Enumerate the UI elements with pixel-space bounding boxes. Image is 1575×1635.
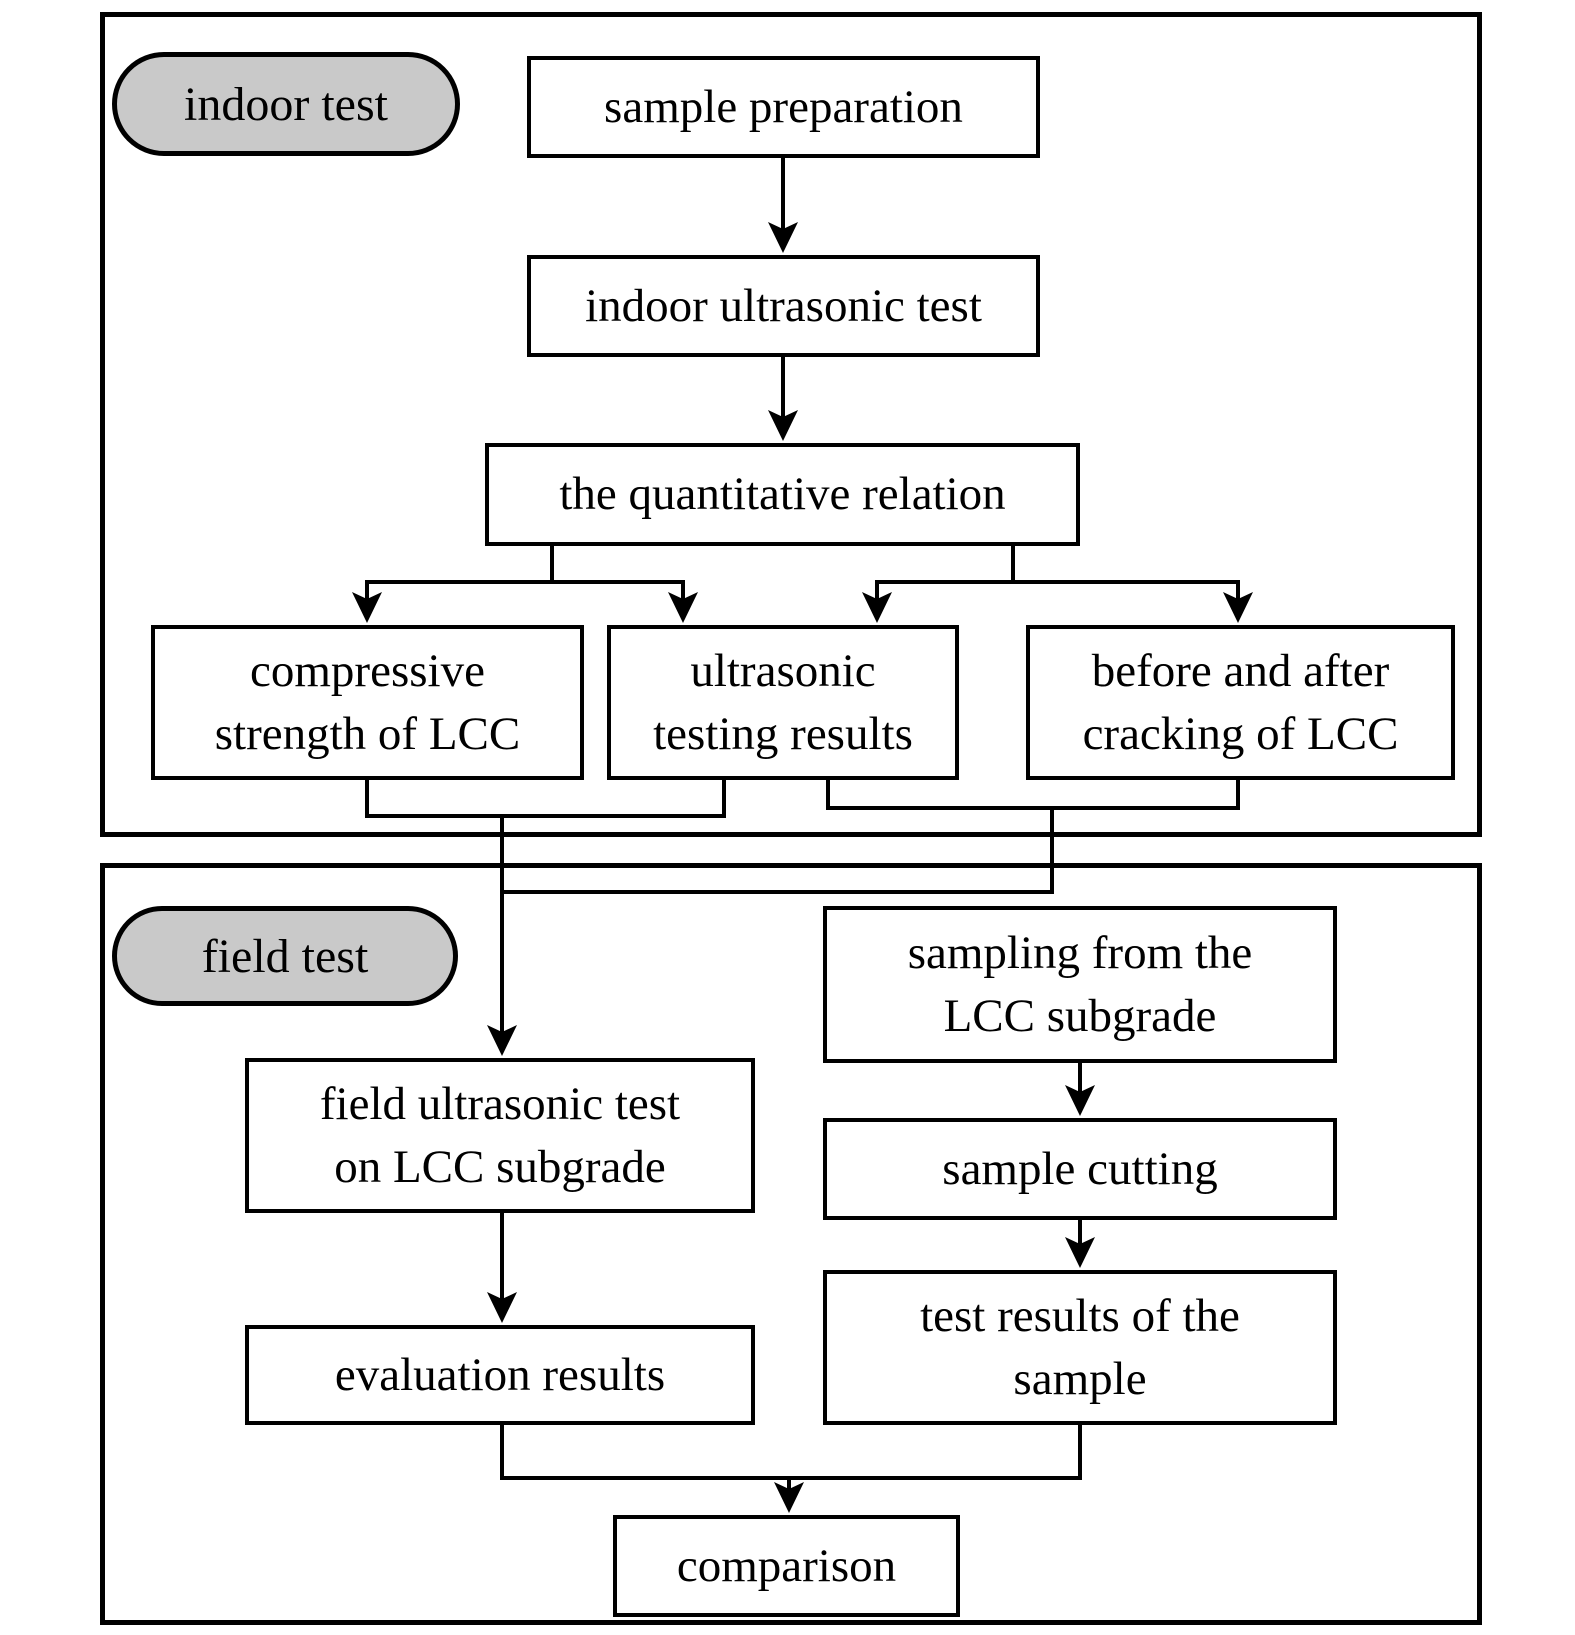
node-sample-cutting-label: sample cutting	[942, 1142, 1218, 1195]
node-quantitative-relation-label: the quantitative relation	[559, 468, 1006, 521]
node-ultrasonic-testing-results-label: ultrasonic testing results	[653, 645, 913, 760]
node-sampling-from-lcc-subgrade-label: sampling from the LCC subgrade	[907, 927, 1253, 1042]
arrowhead-cutting-to-results	[1065, 1237, 1095, 1268]
node-indoor-ultrasonic-test: indoor ultrasonic test	[527, 255, 1040, 357]
field-test-label: field test	[201, 929, 369, 983]
arrowhead-prep-to-indoor	[768, 222, 798, 253]
arrowhead-field-to-evaluation	[487, 1292, 517, 1323]
node-evaluation-results: evaluation results	[245, 1325, 755, 1425]
node-indoor-ultrasonic-test-label: indoor ultrasonic test	[585, 279, 982, 332]
arrowhead-branch-to-ultrasonic-left	[668, 592, 698, 623]
node-quantitative-relation: the quantitative relation	[485, 443, 1080, 546]
node-before-after-cracking-of-lcc-label: before and after cracking of LCC	[1082, 645, 1399, 760]
node-comparison: comparison	[613, 1515, 960, 1617]
node-compressive-strength-of-lcc-label: compressive strength of LCC	[214, 645, 521, 760]
arrowhead-merge-to-comparison	[774, 1482, 804, 1513]
node-evaluation-results-label: evaluation results	[334, 1348, 666, 1401]
node-sample-cutting: sample cutting	[823, 1118, 1337, 1220]
arrowhead-indoor-to-relation	[768, 410, 798, 441]
node-sampling-from-lcc-subgrade: sampling from the LCC subgrade	[823, 906, 1337, 1063]
node-ultrasonic-testing-results: ultrasonic testing results	[607, 625, 959, 780]
arrowhead-branch-to-compressive	[352, 592, 382, 623]
node-sample-preparation: sample preparation	[527, 56, 1040, 158]
arrowhead-sampling-to-cutting	[1065, 1085, 1095, 1116]
node-field-ultrasonic-test-label: field ultrasonic test on LCC subgrade	[319, 1078, 681, 1193]
node-field-ultrasonic-test: field ultrasonic test on LCC subgrade	[245, 1058, 755, 1213]
indoor-test-section-frame	[100, 12, 1482, 837]
node-sample-preparation-label: sample preparation	[604, 80, 963, 133]
arrowhead-branch-to-ultrasonic-right	[862, 592, 892, 623]
arrowhead-into-field-ultrasonic	[487, 1025, 517, 1056]
field-test-section-frame	[100, 863, 1482, 1625]
indoor-test-label-pill: indoor test	[112, 52, 460, 156]
node-compressive-strength-of-lcc: compressive strength of LCC	[151, 625, 584, 780]
node-test-results-of-sample: test results of the sample	[823, 1270, 1337, 1425]
node-comparison-label: comparison	[676, 1539, 897, 1592]
field-test-label-pill: field test	[112, 906, 458, 1006]
indoor-test-label: indoor test	[184, 77, 388, 131]
node-test-results-of-sample-label: test results of the sample	[920, 1290, 1240, 1405]
arrowhead-branch-to-cracking	[1223, 592, 1253, 623]
node-before-after-cracking-of-lcc: before and after cracking of LCC	[1026, 625, 1455, 780]
